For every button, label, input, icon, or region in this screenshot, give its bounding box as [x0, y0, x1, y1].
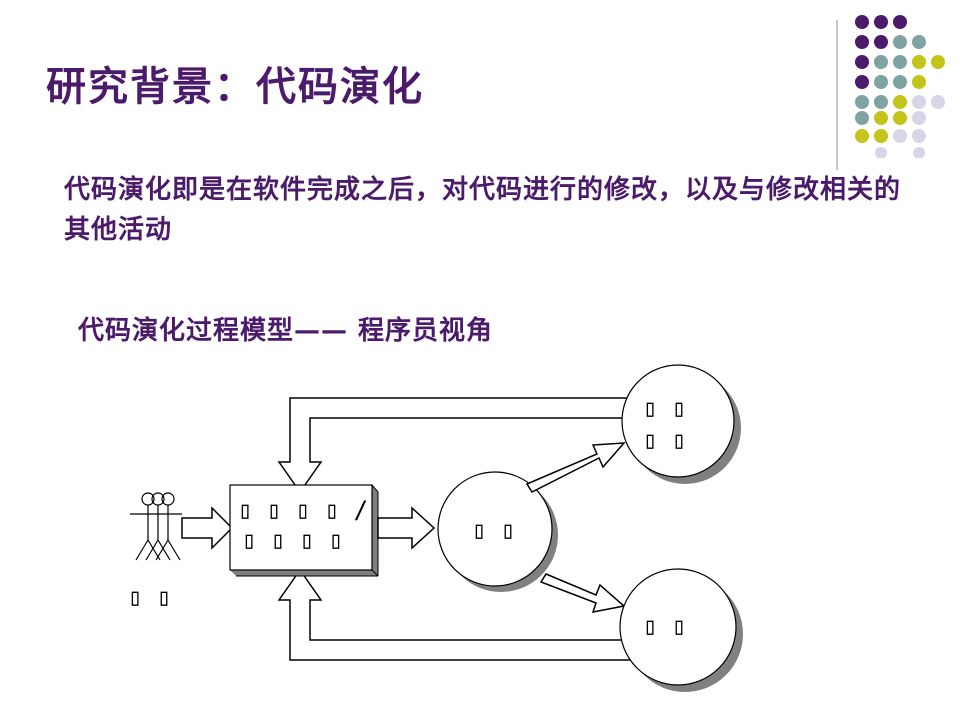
box-label-line2: ▯ ▯ ▯ ▯ [242, 526, 343, 554]
programmer-label: ▯ ▯ [128, 583, 171, 611]
input-arrow [181, 506, 234, 550]
model-subheading: 代码演化过程模型—— 程序员视角 [78, 316, 494, 346]
top-feedback-arrow [277, 397, 661, 494]
box-to-middle-arrow [377, 506, 436, 550]
process-box [229, 484, 379, 577]
middle-circle-label: ▯ ▯ [472, 516, 515, 544]
definition-paragraph: 代码演化即是在软件完成之后，对代码进行的修改，以及与修改相关的其他活动 [64, 175, 902, 245]
decorative-vertical-line [836, 20, 838, 170]
decorative-dot-grid [855, 15, 945, 158]
top-circle [621, 364, 741, 484]
bottom-circle [619, 568, 743, 692]
top-circle-label-line2: ▯ ▯ [643, 426, 686, 454]
slide-title: 研究背景：代码演化 [46, 64, 424, 110]
middle-to-bottom-arrow [539, 573, 626, 613]
middle-circle [437, 471, 558, 592]
middle-to-top-arrow [525, 442, 626, 493]
bottom-circle-label: ▯ ▯ [643, 612, 686, 640]
box-label-line1: ▯ ▯ ▯ ▯ / [238, 496, 368, 524]
programmer-icon [130, 492, 182, 561]
top-circle-label-line1: ▯ ▯ [643, 394, 686, 422]
bottom-feedback-arrow [277, 568, 661, 661]
